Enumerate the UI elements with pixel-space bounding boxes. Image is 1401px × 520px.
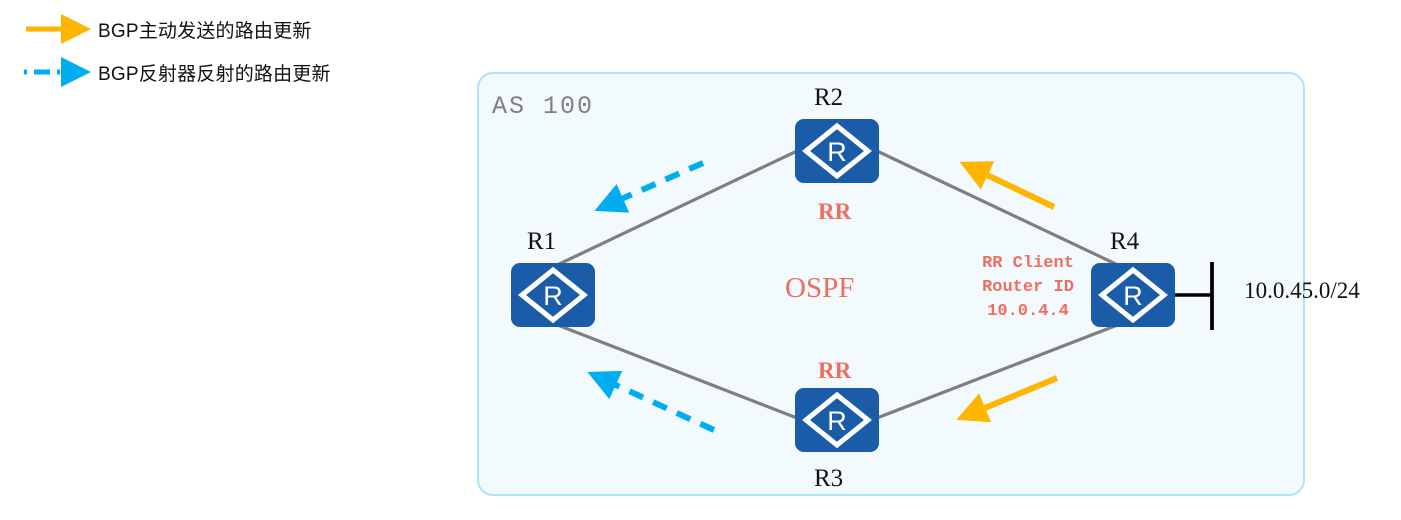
svg-text:R: R xyxy=(1123,281,1143,311)
r4-role-text: RR Client xyxy=(982,254,1074,273)
svg-text:R: R xyxy=(543,281,563,311)
as-number-label: AS 100 xyxy=(492,92,595,121)
role-badge-r3: RR xyxy=(818,358,852,383)
legend-label-rr-reflected: BGP反射器反射的路由更新 xyxy=(98,63,331,85)
legend-label-bgp-update: BGP主动发送的路由更新 xyxy=(98,20,312,42)
dashed-arrow-icon xyxy=(22,55,98,89)
node-label-r1: R1 xyxy=(527,228,557,255)
svg-text:R: R xyxy=(827,406,847,436)
router-icon: R xyxy=(518,266,588,324)
role-badge-r2: RR xyxy=(818,199,852,224)
router-icon-r3[interactable]: R xyxy=(795,388,879,452)
r4-router-id-value: 10.0.4.4 xyxy=(987,302,1069,321)
r4-router-id-caption: Router ID xyxy=(982,278,1074,297)
router-icon: R xyxy=(802,122,872,180)
router-icon: R xyxy=(802,391,872,449)
router-icon-r1[interactable]: R xyxy=(511,263,595,327)
as-boundary-box xyxy=(477,72,1305,496)
legend-item-bgp-update: BGP主动发送的路由更新 xyxy=(22,12,312,46)
svg-text:R: R xyxy=(827,137,847,167)
node-label-r3: R3 xyxy=(814,465,844,492)
router-icon-r4[interactable]: R xyxy=(1091,263,1175,327)
legend: BGP主动发送的路由更新 BGP反射器反射的路由更新 xyxy=(0,0,460,100)
node-label-r2: R2 xyxy=(814,84,844,111)
node-label-r4: R4 xyxy=(1110,228,1140,255)
r4-annotation: RR Client Router ID 10.0.4.4 xyxy=(968,252,1088,324)
router-icon-r2[interactable]: R xyxy=(795,119,879,183)
legend-item-rr-reflected: BGP反射器反射的路由更新 xyxy=(22,55,331,89)
subnet-label: 10.0.45.0/24 xyxy=(1244,278,1360,303)
ospf-area-label: OSPF xyxy=(785,272,855,304)
router-icon: R xyxy=(1098,266,1168,324)
solid-arrow-icon xyxy=(22,12,98,46)
